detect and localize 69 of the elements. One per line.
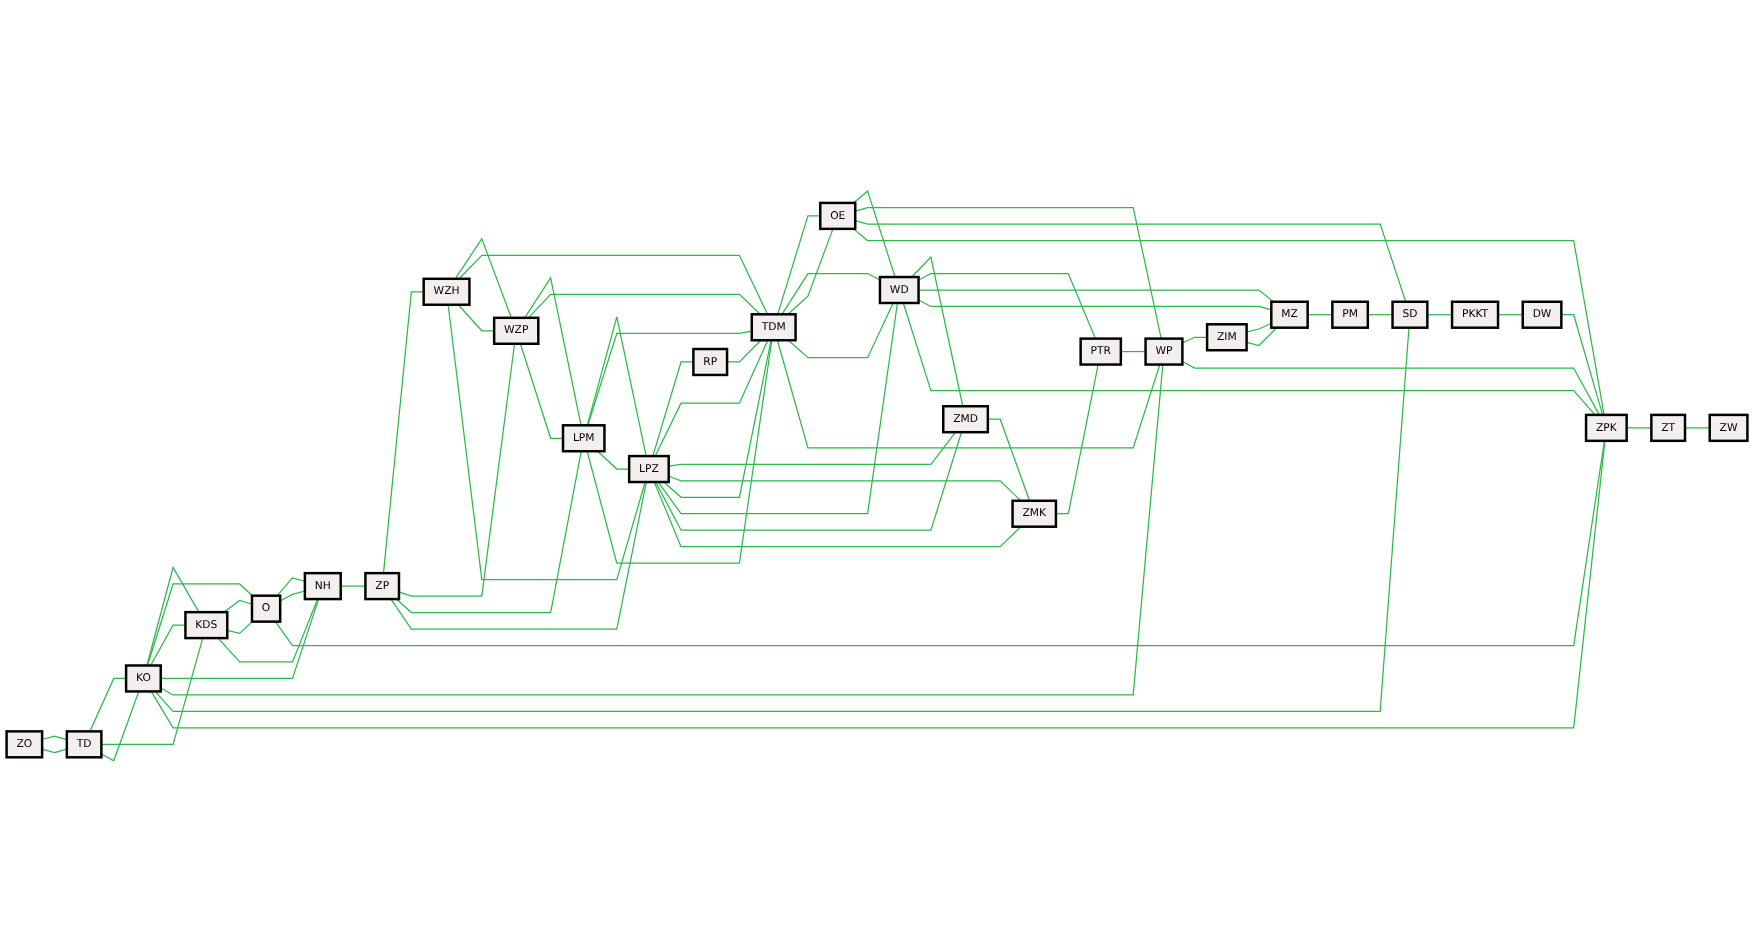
connector — [1307, 314, 1333, 316]
connector — [1560, 314, 1604, 416]
connector — [279, 590, 306, 602]
connector — [398, 343, 516, 597]
connector — [776, 339, 1161, 449]
connector — [911, 255, 964, 407]
connector — [587, 330, 753, 426]
connector — [854, 207, 1162, 340]
connector — [154, 327, 1410, 712]
connector — [787, 228, 834, 315]
connector — [854, 220, 1407, 303]
connector — [524, 276, 582, 426]
connector — [390, 481, 647, 630]
connector — [89, 677, 127, 732]
connector — [781, 272, 881, 315]
connector — [1055, 363, 1099, 515]
connector — [1367, 314, 1394, 316]
connector — [160, 598, 320, 680]
connector — [382, 291, 425, 574]
connector — [223, 599, 253, 613]
connector — [340, 585, 367, 587]
connector — [519, 343, 564, 439]
connector — [586, 316, 647, 457]
connector — [527, 293, 761, 319]
connector — [657, 302, 899, 515]
connector — [1626, 427, 1652, 429]
connector — [917, 289, 1275, 303]
connector — [276, 577, 306, 597]
connector — [457, 304, 495, 332]
connector — [668, 431, 957, 467]
connector — [653, 481, 1022, 548]
connector — [597, 450, 630, 470]
connector — [458, 254, 769, 315]
connector — [1246, 322, 1272, 333]
connector — [100, 637, 204, 745]
connector — [987, 418, 1031, 502]
connector — [852, 190, 896, 278]
connector — [726, 339, 762, 363]
connector — [852, 228, 1605, 416]
connector — [150, 440, 1606, 729]
connector — [160, 363, 1164, 696]
connector — [41, 748, 68, 754]
connector — [146, 565, 200, 667]
connector — [1684, 427, 1711, 429]
connector — [395, 450, 582, 614]
connector — [41, 735, 68, 741]
connector — [447, 304, 646, 581]
connector — [654, 339, 769, 457]
connector — [917, 299, 1272, 311]
connector — [150, 624, 187, 667]
connector — [777, 215, 821, 315]
connector — [1246, 327, 1278, 347]
connector — [787, 302, 894, 359]
connector — [668, 475, 1022, 502]
connector — [1426, 314, 1453, 316]
connector — [274, 440, 1606, 647]
connector — [100, 690, 140, 762]
connector — [652, 361, 694, 457]
connector — [146, 583, 253, 667]
connector — [454, 237, 512, 319]
connector — [917, 272, 1096, 340]
connector — [663, 339, 772, 498]
connector — [1497, 314, 1524, 316]
connector — [1181, 360, 1600, 416]
connector — [586, 339, 773, 564]
connector — [1120, 350, 1147, 353]
connector — [1181, 336, 1208, 344]
connector — [217, 598, 319, 663]
connector — [655, 431, 963, 531]
